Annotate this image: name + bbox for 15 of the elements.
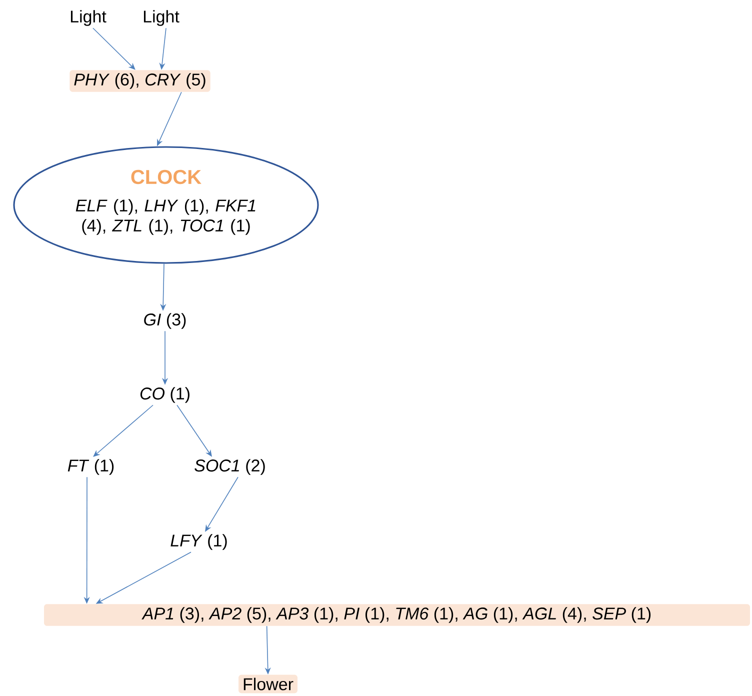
clock-ellipse	[13, 146, 319, 264]
arrow	[92, 28, 136, 70]
gene-label: GI (3)	[144, 313, 186, 329]
highlight-box: AP1 (3), AP2 (5), AP3 (1), PI (1), TM6 (1), AG (1), AGL (4), SEP (1)	[44, 604, 750, 626]
arrow	[93, 404, 154, 457]
highlight-box: PHY (6), CRY (5)	[70, 70, 210, 92]
gene-list: ELF (1), LHY (1), FKF1 (4), ZTL (1), TOC1 (1)	[76, 199, 256, 235]
highlight-box: Flower	[238, 674, 298, 694]
gene-label: CO (1)	[140, 387, 190, 403]
gene-label: Light	[70, 10, 106, 26]
gene-label: FT (1)	[68, 459, 114, 475]
gene-label: SOC1 (2)	[194, 459, 265, 475]
gene-label: Light	[144, 10, 180, 26]
gene-label: LFY (1)	[170, 534, 227, 550]
clock-label: CLOCK	[131, 170, 202, 184]
